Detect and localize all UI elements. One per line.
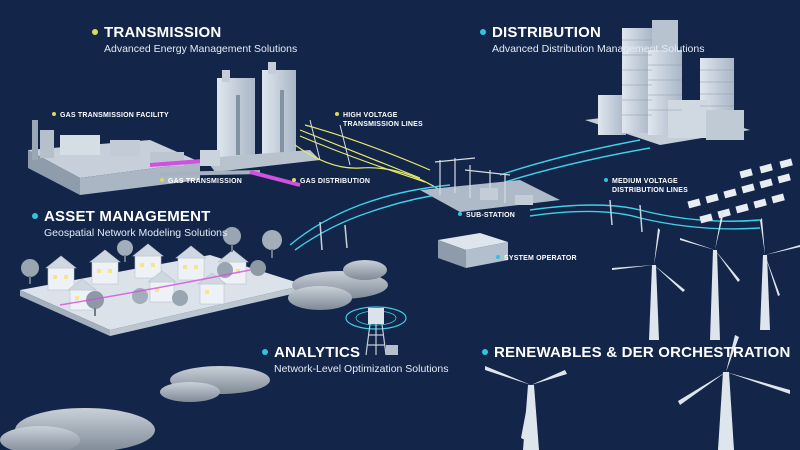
transmission-section: TRANSMISSION Advanced Energy Management … bbox=[92, 24, 297, 55]
distribution-subtitle: Advanced Distribution Management Solutio… bbox=[492, 43, 705, 55]
callout-text: GAS TRANSMISSION bbox=[168, 178, 242, 185]
bullet-dot-icon bbox=[52, 112, 56, 117]
callout-text: DISTRIBUTION LINES bbox=[612, 187, 688, 194]
bullet-dot-icon bbox=[496, 255, 500, 260]
callout-medium-voltage: MEDIUM VOLTAGE DISTRIBUTION LINES bbox=[604, 177, 688, 195]
callout-text: HIGH VOLTAGE bbox=[343, 112, 398, 119]
bullet-dot-icon bbox=[92, 29, 98, 36]
renewables-title-text: RENEWABLES & DER ORCHESTRATION bbox=[494, 344, 791, 361]
callout-gas-transmission-facility: GAS TRANSMISSION FACILITY bbox=[52, 111, 169, 120]
callout-text: GAS DISTRIBUTION bbox=[300, 178, 371, 185]
power-poles bbox=[319, 199, 643, 251]
callout-text: TRANSMISSION LINES bbox=[343, 121, 423, 128]
bullet-dot-icon bbox=[335, 112, 339, 117]
asset-management-title: ASSET MANAGEMENT bbox=[32, 208, 227, 225]
distribution-title: DISTRIBUTION bbox=[480, 24, 704, 41]
callout-gas-transmission: GAS TRANSMISSION bbox=[160, 177, 242, 186]
analytics-section: ANALYTICS Network-Level Optimization Sol… bbox=[262, 344, 449, 375]
renewables-title: RENEWABLES & DER ORCHESTRATION bbox=[482, 344, 791, 361]
asset-management-subtitle: Geospatial Network Modeling Solutions bbox=[44, 227, 228, 239]
asset-management-section: ASSET MANAGEMENT Geospatial Network Mode… bbox=[32, 208, 227, 239]
transmission-subtitle: Advanced Energy Management Solutions bbox=[104, 43, 298, 55]
callout-text: GAS TRANSMISSION FACILITY bbox=[60, 112, 169, 119]
cloud-icon bbox=[0, 260, 388, 450]
bullet-dot-icon bbox=[480, 29, 486, 36]
office-buildings-icon bbox=[585, 20, 750, 145]
system-operator-building bbox=[438, 233, 508, 268]
water-tower-icon bbox=[345, 306, 407, 356]
analytics-title: ANALYTICS bbox=[262, 344, 449, 361]
callout-system-operator: SYSTEM OPERATOR bbox=[496, 254, 577, 263]
bullet-dot-icon bbox=[32, 213, 38, 220]
callout-gas-distribution: GAS DISTRIBUTION bbox=[292, 177, 370, 186]
bullet-dot-icon bbox=[604, 178, 608, 183]
transmission-title: TRANSMISSION bbox=[92, 24, 297, 41]
distribution-title-text: DISTRIBUTION bbox=[492, 24, 602, 41]
distribution-section: DISTRIBUTION Advanced Distribution Manag… bbox=[480, 24, 704, 55]
tree-icon bbox=[21, 227, 282, 316]
solar-panel-icon bbox=[687, 158, 793, 224]
bullet-dot-icon bbox=[292, 178, 296, 183]
transmission-title-text: TRANSMISSION bbox=[104, 24, 222, 41]
substation-icon bbox=[420, 157, 560, 212]
callout-text: MEDIUM VOLTAGE bbox=[612, 178, 678, 185]
asset-management-title-text: ASSET MANAGEMENT bbox=[44, 208, 211, 225]
bullet-dot-icon bbox=[262, 349, 268, 356]
power-plant-icon bbox=[28, 62, 320, 195]
bullet-dot-icon bbox=[160, 178, 164, 183]
analytics-subtitle: Network-Level Optimization Solutions bbox=[274, 363, 449, 375]
renewables-section: RENEWABLES & DER ORCHESTRATION bbox=[482, 344, 791, 361]
neighborhood bbox=[20, 227, 305, 336]
bullet-dot-icon bbox=[458, 212, 462, 217]
analytics-title-text: ANALYTICS bbox=[274, 344, 361, 361]
wind-turbine-icon bbox=[485, 210, 800, 450]
callout-text: SYSTEM OPERATOR bbox=[504, 255, 577, 262]
callout-high-voltage: HIGH VOLTAGE TRANSMISSION LINES bbox=[335, 111, 423, 129]
callout-text: SUB-STATION bbox=[466, 212, 515, 219]
callout-sub-station: SUB-STATION bbox=[458, 211, 515, 220]
bullet-dot-icon bbox=[482, 349, 488, 356]
hv-transmission-lines bbox=[294, 119, 441, 191]
